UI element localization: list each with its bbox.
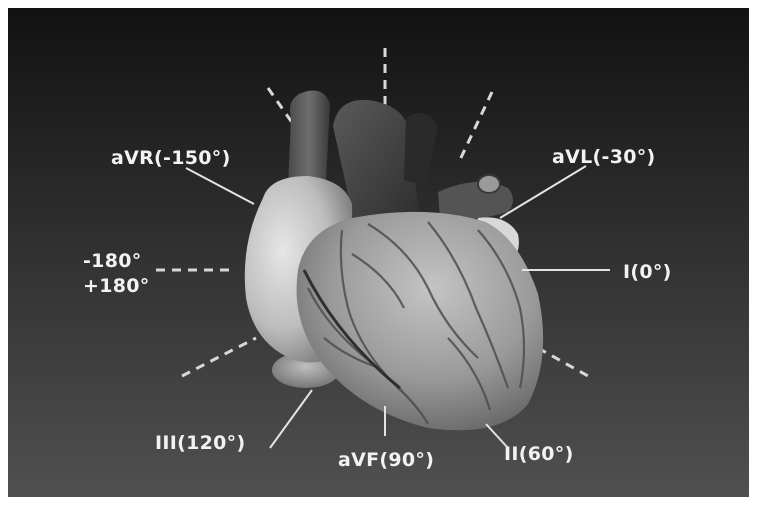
label-lead-i: I(0°)	[623, 261, 672, 283]
label-lead-iii: III(120°)	[155, 432, 245, 454]
superior-vena-cava	[288, 91, 330, 187]
label-avl: aVL(-30°)	[552, 146, 656, 168]
label-lead-ii: II(60°)	[504, 443, 574, 465]
hexaxial-diagram-panel: aVR(-150°) aVL(-30°) I(0°) -180° +180° I…	[8, 8, 749, 497]
label-plus-180: +180°	[83, 275, 150, 297]
label-avf: aVF(90°)	[338, 449, 434, 471]
label-avr: aVR(-150°)	[111, 147, 231, 169]
label-minus-180: -180°	[83, 250, 142, 272]
pulmonary-vein-opening	[478, 175, 500, 193]
hexaxial-diagram: aVR(-150°) aVL(-30°) I(0°) -180° +180° I…	[8, 8, 749, 497]
